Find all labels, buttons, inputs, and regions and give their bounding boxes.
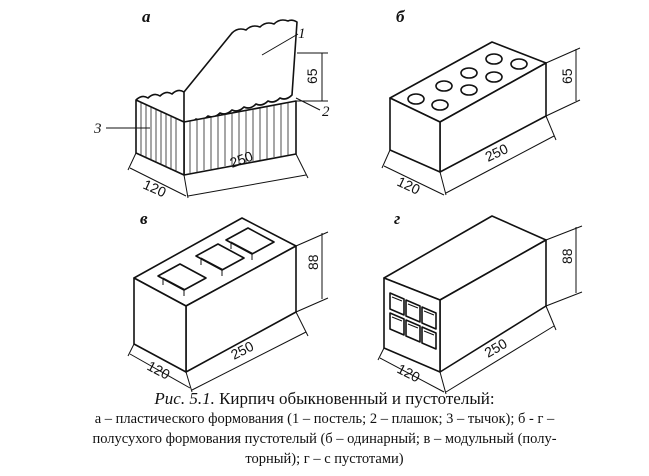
brick-a-length-label: 250 — [228, 148, 256, 171]
callout-1: 1 — [298, 26, 306, 42]
caption-title: Кирпич обыкновенный и пустотелый: — [219, 389, 495, 408]
panel-a-letter: а — [142, 7, 151, 26]
brick-v-height-label: 88 — [305, 254, 321, 270]
caption-line-1: а – пластического формования (1 – постел… — [94, 411, 555, 427]
brick-a-side-face — [135, 99, 185, 176]
panel-v-letter: в — [140, 209, 148, 228]
panel-b-letter: б — [396, 7, 406, 26]
brick-a-top-face — [135, 19, 298, 124]
brick-b-width-label: 120 — [395, 173, 423, 197]
callout-2: 2 — [322, 104, 330, 120]
brick-b-height-label: 65 — [559, 68, 575, 84]
brick-g-height-label: 88 — [559, 248, 575, 264]
panel-a: а 250 120 65 1 2 3 — [93, 7, 330, 200]
brick-a-height-label: 65 — [304, 68, 320, 84]
panel-g: г 250 120 88 — [377, 209, 583, 395]
brick-a-side-hatching — [140, 103, 177, 172]
brick-g-voids — [389, 292, 437, 350]
brick-b-round-voids — [407, 53, 528, 111]
brick-a-width-label: 120 — [141, 176, 169, 200]
caption-line-2: полусухого формования пустотелый (б – од… — [92, 431, 557, 447]
caption-fig-label: Рис. 5.1. — [154, 389, 215, 408]
brick-a-front-hatching — [189, 103, 289, 173]
figure-caption: Рис. 5.1. Кирпич обыкновенный и пустотел… — [0, 389, 649, 469]
callout-3: 3 — [93, 121, 102, 137]
brick-v-cavities — [157, 227, 275, 296]
panel-g-letter: г — [394, 209, 400, 228]
brick-g-width-label: 120 — [395, 360, 423, 385]
panel-b: б 250 120 65 — [381, 7, 581, 198]
panel-v: в 250 120 88 — [127, 209, 329, 393]
caption-title-line: Рис. 5.1. Кирпич обыкновенный и пустотел… — [0, 389, 649, 409]
caption-line-3: торный); г – с пустотами) — [245, 451, 404, 467]
